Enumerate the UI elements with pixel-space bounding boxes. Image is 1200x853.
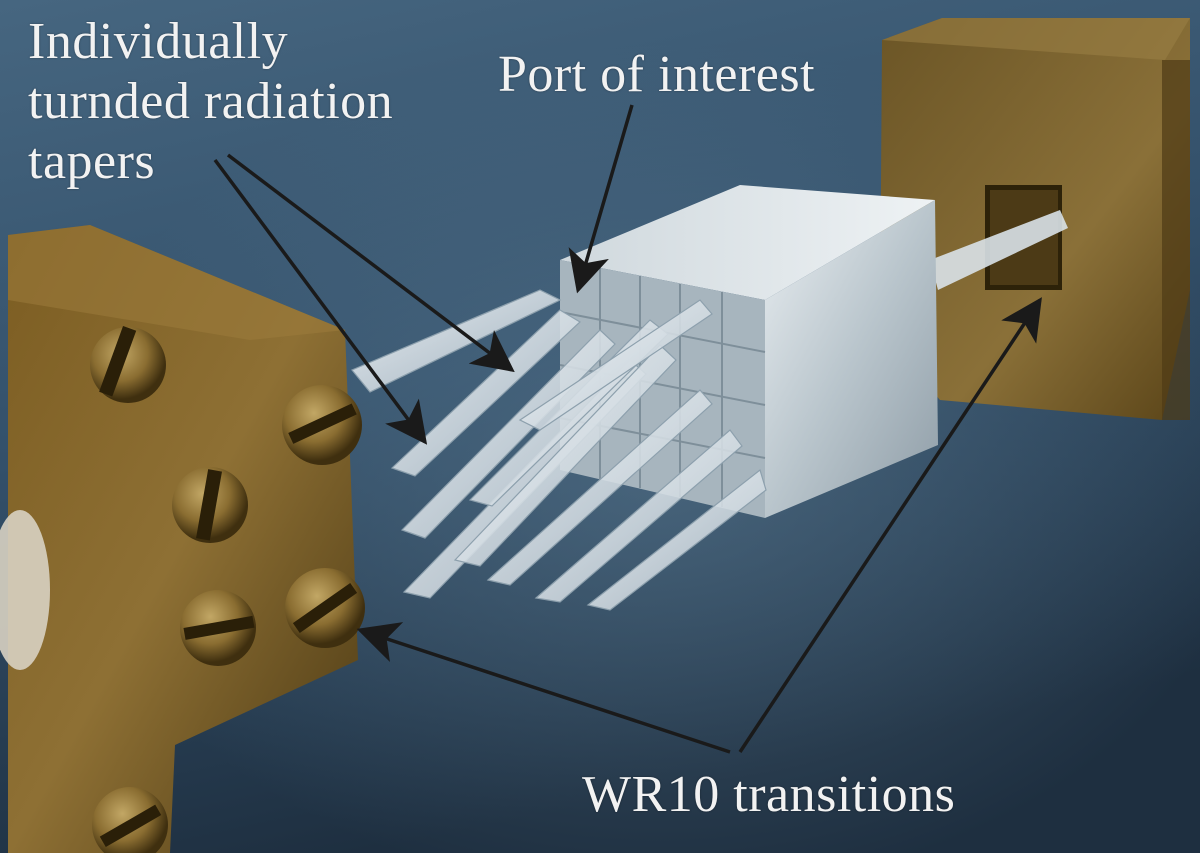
arrow-wr10-1 (356, 622, 731, 754)
label-wr10-transitions: WR10 transitions (582, 766, 956, 823)
arrow-tapers-2 (226, 153, 515, 373)
annotation-arrows (213, 104, 1042, 754)
screw-icon (172, 467, 248, 543)
label-port-of-interest: Port of interest (498, 46, 816, 103)
screws (90, 325, 365, 853)
radiation-tapers (351, 289, 767, 611)
arrow-port (568, 104, 634, 294)
arrow-tapers-1 (213, 158, 428, 445)
screw-icon (92, 787, 168, 853)
label-tapers: Individually turnded radiation tapers (28, 12, 393, 192)
arrow-wr10-2 (738, 297, 1042, 753)
screw-icon (285, 568, 365, 648)
screw-icon (180, 590, 256, 666)
label-tapers-line-3: tapers (28, 133, 156, 190)
screw-icon (282, 385, 362, 465)
screw-icon (90, 325, 166, 403)
label-tapers-line-2: turnded radiation (28, 73, 394, 130)
label-tapers-line-1: Individually (28, 13, 289, 70)
